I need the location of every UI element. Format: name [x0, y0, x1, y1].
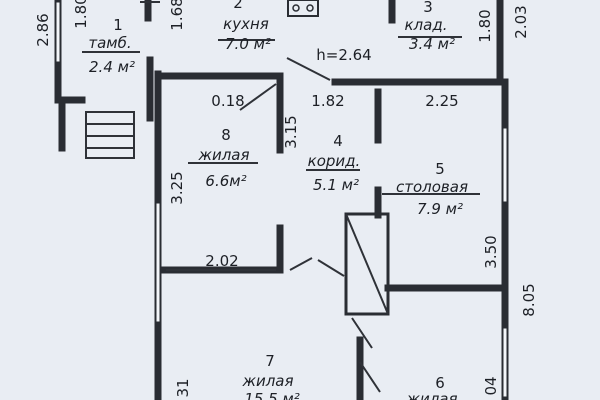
- room-number: 8: [221, 126, 231, 144]
- leader-018: [239, 83, 277, 111]
- room-5: 5 столовая 7.9 м²: [396, 160, 468, 218]
- kitchen-hob: [287, 0, 319, 17]
- door-kitchen: [286, 57, 331, 81]
- dim-182: 1.82: [311, 92, 344, 110]
- dim-height: h=2.64: [316, 46, 371, 64]
- room-number: 4: [333, 132, 343, 150]
- room-area: 6.6м²: [205, 172, 246, 190]
- room-area: 3.4 м²: [409, 35, 455, 53]
- windows: [56, 2, 507, 397]
- hob-outline: [287, 0, 319, 17]
- dim-202: 2.02: [205, 252, 238, 270]
- room-name: кухня: [223, 15, 269, 33]
- burner-icon: [306, 4, 314, 12]
- room-number: 1: [113, 16, 123, 34]
- room-area: 5.1 м²: [313, 176, 359, 194]
- room-number: 6: [435, 374, 445, 392]
- room-name: жилая: [197, 146, 249, 164]
- room-8: 8 жилая 6.6м²: [197, 126, 249, 190]
- entry-stairs: [85, 111, 135, 159]
- dim-805: 8.05: [520, 283, 538, 316]
- dim-180b: 1.80: [476, 9, 494, 42]
- room-7: 7 жилая 15.5 м²: [241, 352, 299, 400]
- doors: [140, 1, 381, 393]
- room-area: 2.4 м²: [89, 58, 135, 76]
- room-name: тамб.: [88, 34, 131, 52]
- dim-31: 31: [174, 378, 192, 397]
- door-room8: [289, 257, 313, 271]
- room-4: 4 корид. 5.1 м²: [308, 132, 361, 194]
- burner-icon: [292, 4, 300, 12]
- room-6: 6 жилая: [405, 374, 457, 400]
- stove-diagonal: [345, 213, 389, 315]
- dimensions: 2.86 1.80 1.68 1.80 2.03 h=2.64 0.18 1.8…: [34, 0, 538, 398]
- stove-outline: [344, 212, 390, 316]
- room-name: жилая: [405, 390, 457, 400]
- stove: [344, 212, 390, 316]
- dim-225: 2.25: [425, 92, 458, 110]
- room-3: 3 клад. 3.4 м²: [405, 0, 455, 53]
- room-number: 5: [435, 160, 445, 178]
- dim-315: 3.15: [282, 115, 300, 148]
- room-area: 7.0 м²: [225, 35, 271, 53]
- dim-180a: 1.80: [72, 0, 90, 29]
- room-name: корид.: [308, 152, 361, 170]
- dim-325: 3.25: [168, 171, 186, 204]
- room-name: клад.: [405, 16, 448, 34]
- room-number: 3: [423, 0, 433, 16]
- room-area: 7.9 м²: [417, 200, 463, 218]
- room-1: 1 тамб. 2.4 м²: [88, 16, 135, 76]
- room-area: 15.5 м²: [244, 390, 300, 400]
- dim-168: 1.68: [168, 0, 186, 31]
- room-name: столовая: [396, 178, 468, 196]
- dim-04: 04: [482, 376, 500, 395]
- dim-018: 0.18: [211, 92, 244, 110]
- dim-203: 2.03: [512, 5, 530, 38]
- room-name: жилая: [241, 372, 293, 390]
- room-number: 2: [233, 0, 243, 12]
- door-room6: [359, 361, 381, 393]
- leader-lines: [82, 36, 480, 271]
- room-number: 7: [265, 352, 275, 370]
- dim-286: 2.86: [34, 13, 52, 46]
- door-room7: [351, 317, 373, 349]
- door-dining: [317, 259, 345, 277]
- room-2: 2 кухня 7.0 м²: [223, 0, 271, 53]
- dim-350: 3.50: [482, 235, 500, 268]
